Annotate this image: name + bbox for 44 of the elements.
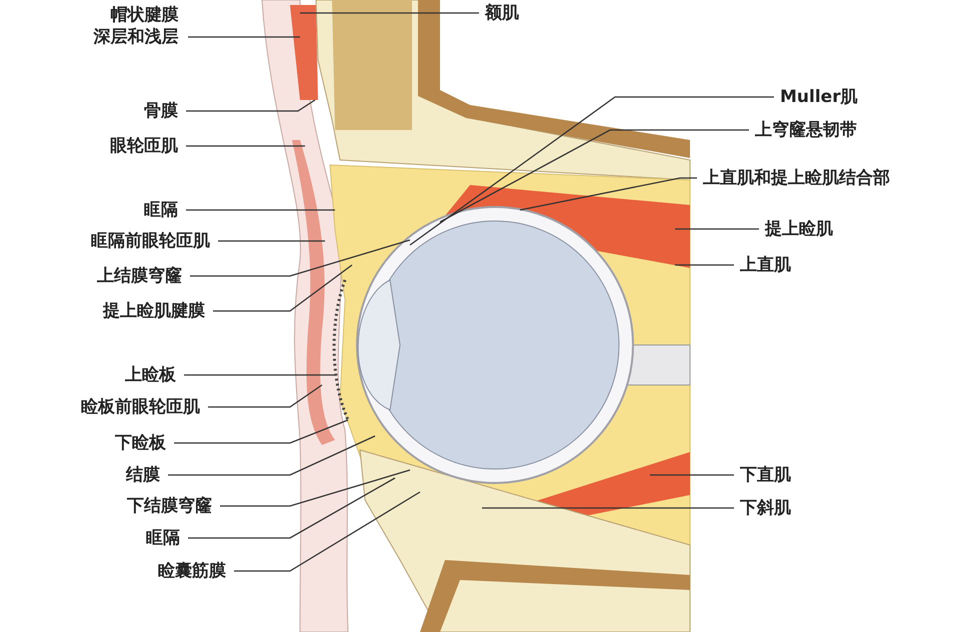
- leader-line: [300, 12, 479, 14]
- leader-line: [208, 384, 322, 408]
- part-label: 睑囊筋膜: [158, 560, 226, 582]
- leader-line: [440, 129, 749, 223]
- leader-line: [213, 264, 352, 312]
- leader-line: [220, 469, 410, 507]
- part-label: 眼轮匝肌: [110, 135, 178, 157]
- leader-line: [188, 36, 300, 38]
- part-label: 提上睑肌腱膜: [103, 300, 205, 322]
- leader-line: [234, 491, 420, 572]
- leader-line: [190, 239, 410, 277]
- part-label: 下直肌: [740, 464, 791, 486]
- part-label: 上穹窿悬韧带: [755, 119, 857, 141]
- leader-line: [186, 145, 305, 147]
- leader-line: [188, 477, 396, 539]
- part-label: 眶隔前眼轮匝肌: [91, 230, 210, 252]
- part-label: 骨膜: [144, 100, 178, 122]
- leader-line: [675, 228, 759, 230]
- leader-line: [650, 474, 734, 476]
- part-label: 下斜肌: [740, 497, 791, 519]
- part-label: 上睑板: [125, 364, 176, 386]
- leader-line: [186, 99, 316, 112]
- part-label: 帽状腱膜深层和浅层: [93, 4, 180, 48]
- leader-line: [520, 177, 697, 211]
- part-label: 上结膜穹窿: [97, 265, 182, 287]
- leader-line: [168, 435, 376, 476]
- leader-line: [218, 240, 325, 242]
- leader-line: [184, 374, 335, 376]
- part-label: 上直肌: [740, 254, 791, 276]
- leader-line: [186, 209, 335, 211]
- part-label: 上直肌和提上睑肌结合部: [703, 167, 890, 189]
- part-label: 提上睑肌: [765, 218, 833, 240]
- part-label: 眶隔: [146, 527, 180, 549]
- leader-line: [410, 96, 774, 246]
- leader-line: [174, 419, 348, 444]
- part-label: 额肌: [485, 2, 519, 24]
- part-label: 下结膜穹窿: [127, 495, 212, 517]
- leader-line: [675, 264, 734, 266]
- part-label: 下睑板: [115, 432, 166, 454]
- part-label: Muller肌: [780, 86, 858, 108]
- leader-line: [482, 507, 734, 509]
- part-label: 眶隔: [144, 199, 178, 221]
- part-label: 睑板前眼轮匝肌: [81, 396, 200, 418]
- part-label: 结膜: [126, 464, 160, 486]
